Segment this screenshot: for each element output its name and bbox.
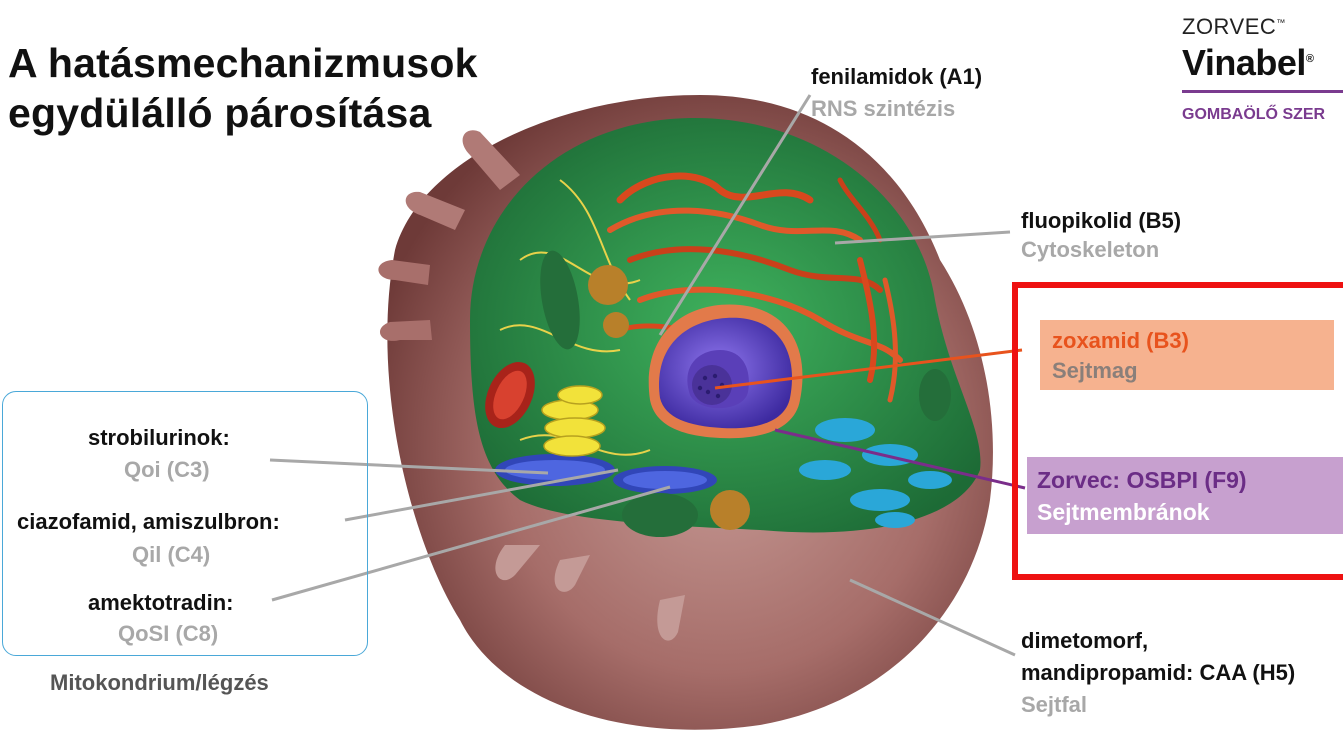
mitochondria [485, 361, 717, 494]
label-dimetomorf: dimetomorf, [1021, 628, 1149, 653]
label-zorvec: Zorvec: OSBPI (F9) [1037, 467, 1247, 493]
logo-brand: ZORVEC™ [1182, 14, 1286, 40]
zoxamid-box: zoxamid (B3) Sejtmag [1040, 320, 1334, 390]
logo-tagline: GOMBAÖLŐ SZER [1182, 106, 1326, 123]
page-title: A hatásmechanizmusok egydülálló párosítá… [8, 38, 478, 138]
mitochondrium-caption: Mitokondrium/légzés [50, 670, 269, 695]
golgi-apparatus [541, 385, 606, 457]
nucleus [648, 304, 803, 439]
label-fluopikolid-target: Cytoskeleton [1021, 237, 1160, 262]
zorvec-box: Zorvec: OSBPI (F9) Sejtmembránok [1027, 457, 1343, 534]
label-ciazofamid: ciazofamid, amiszulbron: [17, 509, 280, 534]
label-ciazofamid-target: Qil (C4) [132, 542, 211, 567]
label-mandipropamid: mandipropamid: CAA (H5) [1021, 660, 1296, 685]
mitochondrium-group-box [2, 391, 368, 656]
logo-divider [1182, 90, 1343, 93]
label-fenilamidok: fenilamidok (A1) [811, 64, 983, 89]
logo-product-name: Vinabel® [1182, 42, 1314, 84]
label-fenilamidok-target: RNS szintézis [811, 96, 956, 121]
smooth-er [799, 418, 952, 528]
label-dimetomorf-target: Sejtfal [1021, 692, 1088, 717]
page-title-line2: egydülálló párosítása [8, 90, 432, 136]
page-title-line1: A hatásmechanizmusok [8, 40, 478, 86]
pointer-lines [269, 94, 1026, 657]
logo-brand-text: ZORVEC [1182, 14, 1277, 39]
label-zoxamid-target: Sejtmag [1052, 358, 1138, 383]
label-amektotradin: amektotradin: [88, 590, 234, 615]
highlight-frame [1012, 282, 1343, 580]
logo-name-mark: ® [1305, 53, 1314, 65]
label-amektotradin-target: QoSI (C8) [118, 621, 219, 646]
vesicles [540, 250, 951, 537]
label-zoxamid: zoxamid (B3) [1052, 328, 1189, 353]
label-fluopikolid: fluopikolid (B5) [1021, 208, 1182, 233]
logo-brand-mark: ™ [1276, 17, 1286, 28]
logo-name-text: Vinabel [1182, 42, 1306, 83]
endoplasmic-reticulum [607, 172, 903, 403]
label-strobilurinok-target: Qoi (C3) [124, 457, 210, 482]
label-strobilurinok: strobilurinok: [88, 425, 230, 450]
label-zorvec-target: Sejtmembránok [1037, 499, 1210, 525]
